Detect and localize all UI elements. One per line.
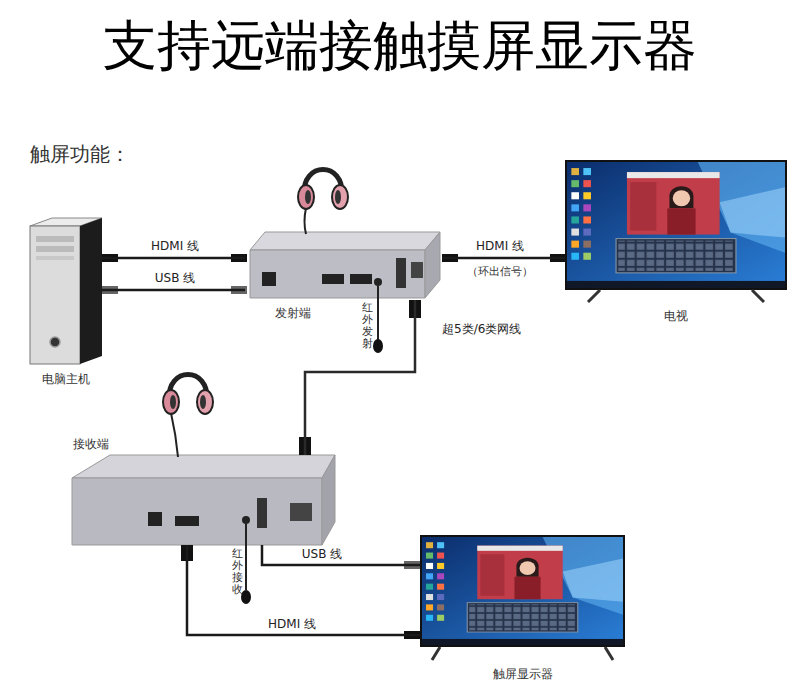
device-node: 电视 <box>565 160 787 300</box>
note-label: 触屏功能： <box>30 141 130 168</box>
device-node: 接收端 <box>65 455 337 545</box>
cable-line <box>187 545 420 635</box>
note-label: （环出信号） <box>467 264 533 279</box>
device-node: 触屏显示器 <box>420 535 625 660</box>
vertical-label: 红外发射 <box>362 302 373 350</box>
cable-connector <box>442 258 565 259</box>
device-node: 电脑主机 <box>30 218 102 365</box>
cable-line <box>102 289 245 292</box>
device-label: 触屏显示器 <box>493 666 553 683</box>
cable-connector <box>305 300 415 455</box>
device-label: 电脑主机 <box>42 371 90 388</box>
diagram-title: 支持远端接触摸屏显示器 <box>103 14 697 79</box>
cable-line <box>262 545 420 565</box>
cable-line <box>442 257 565 260</box>
device-label: 接收端 <box>73 436 109 453</box>
cable-connector <box>187 545 420 635</box>
cable-connector <box>102 258 245 259</box>
cable-label: USB 线 <box>300 547 344 562</box>
device-label: 发射端 <box>275 305 311 322</box>
cable-label: HDMI 线 <box>266 617 318 632</box>
vertical-label: 红外接收 <box>232 548 243 596</box>
cable-connector <box>102 290 245 291</box>
cable-label: HDMI 线 <box>474 239 526 254</box>
device-label: 电视 <box>664 308 688 325</box>
cable-label: HDMI 线 <box>149 239 201 254</box>
device-node: 发射端 <box>245 232 442 300</box>
cable-label: USB 线 <box>153 271 197 286</box>
cable-line <box>305 300 415 455</box>
cable-line <box>102 257 245 260</box>
cable-connector <box>262 545 420 565</box>
cable-label: 超5类/6类网线 <box>440 322 523 337</box>
